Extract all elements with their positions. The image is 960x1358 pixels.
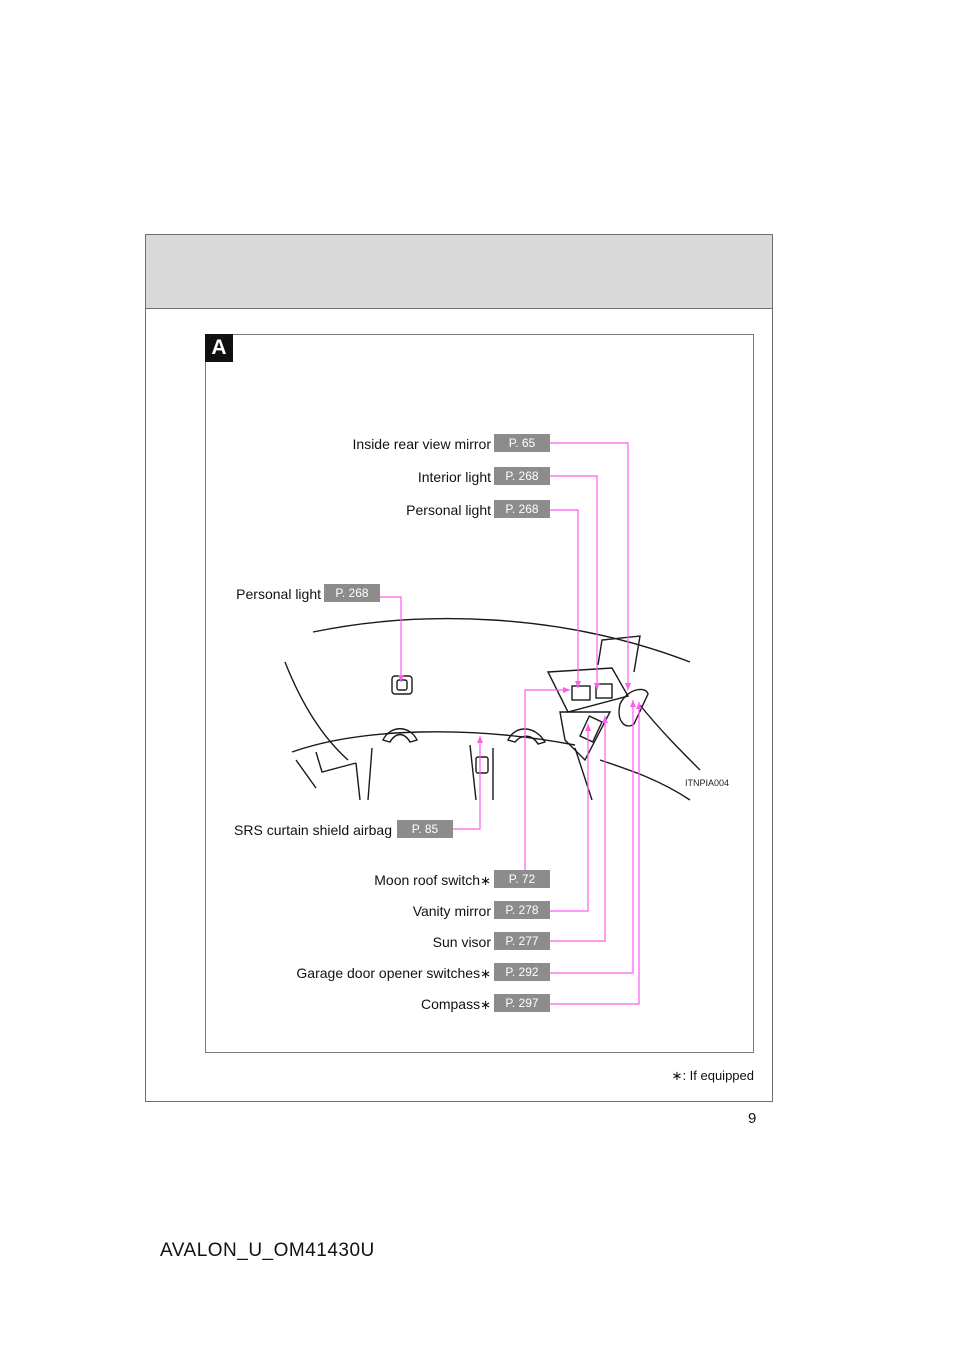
moon-roof-page-badge[interactable]: P. 72 <box>494 870 550 888</box>
figure-box <box>205 334 754 1053</box>
personal-light-rear-label: Personal light <box>236 586 321 602</box>
document-code: AVALON_U_OM41430U <box>160 1240 375 1261</box>
if-equipped-note: ∗: If equipped <box>671 1068 754 1083</box>
leader-lines <box>380 442 640 1005</box>
section-tag: A <box>205 334 233 362</box>
inside-mirror-page-badge[interactable]: P. 65 <box>494 434 550 452</box>
vanity-mirror-page-badge[interactable]: P. 278 <box>494 901 550 919</box>
asterisk-mark: ∗ <box>480 966 491 981</box>
inside-mirror-label: Inside rear view mirror <box>352 436 491 452</box>
personal-light-rear-page-badge[interactable]: P. 268 <box>324 584 380 602</box>
vanity-mirror-label: Vanity mirror <box>412 903 491 919</box>
moon-roof-label: Moon roof switch∗ <box>374 872 491 888</box>
header-band <box>146 235 772 309</box>
compass-page-badge[interactable]: P. 297 <box>494 994 550 1012</box>
interior-light-page-badge[interactable]: P. 268 <box>494 467 550 485</box>
sun-visor-label: Sun visor <box>432 934 491 950</box>
personal-light-front-page-badge[interactable]: P. 268 <box>494 500 550 518</box>
asterisk-mark: ∗ <box>480 997 491 1012</box>
srs-airbag-page-badge[interactable]: P. 85 <box>397 820 453 838</box>
asterisk-mark: ∗ <box>671 1068 683 1083</box>
page-frame <box>145 234 773 1102</box>
srs-airbag-label: SRS curtain shield airbag <box>234 822 392 838</box>
page-number: 9 <box>748 1110 757 1127</box>
car-interior-drawing <box>284 617 701 801</box>
compass-label: Compass∗ <box>420 996 491 1012</box>
garage-door-page-badge[interactable]: P. 292 <box>494 963 550 981</box>
personal-light-front-label: Personal light <box>406 502 491 518</box>
figure-code: ITNPIA004 <box>685 778 730 788</box>
garage-door-label: Garage door opener switches∗ <box>296 965 491 981</box>
interior-light-label: Interior light <box>417 469 491 485</box>
leader-arrowheads <box>398 675 642 743</box>
asterisk-mark: ∗ <box>480 873 491 888</box>
sun-visor-page-badge[interactable]: P. 277 <box>494 932 550 950</box>
